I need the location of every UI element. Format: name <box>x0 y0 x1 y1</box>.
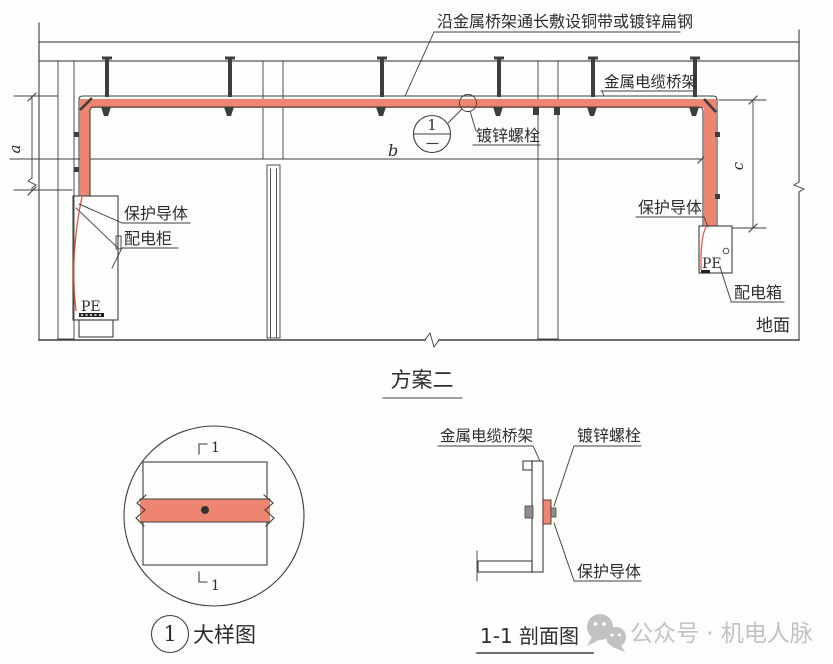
box-knockout <box>722 247 730 255</box>
distribution-box: PE <box>698 225 733 274</box>
wall-sleeve-mark <box>533 107 539 115</box>
door-swing-line <box>75 207 119 249</box>
detail-circle <box>123 425 305 607</box>
right-annotations: 保护导体 配电箱 <box>635 198 785 303</box>
bolt-dot <box>201 506 209 514</box>
detail-bubble <box>412 114 452 154</box>
distribution-cabinet: PE <box>72 195 122 338</box>
section-cut-mark-top <box>198 443 208 455</box>
wall-sleeve-mark <box>554 107 560 115</box>
cable-tray <box>74 95 720 227</box>
break-mark <box>263 494 275 527</box>
pe-label-right: PE <box>702 256 722 272</box>
protective-conductor-label-left: 保护导体 <box>124 204 188 223</box>
wechat-icon <box>587 614 626 652</box>
ground-line: 地面 <box>38 316 800 349</box>
pe-conductor-wire <box>73 196 83 312</box>
right-concrete-column <box>537 60 559 340</box>
scheme-caption: 方案二 <box>382 368 463 399</box>
hanger <box>689 56 700 116</box>
detail-reference: 1 镀锌螺栓 <box>412 94 541 154</box>
bolt-label: 镀锌螺栓 <box>476 126 540 145</box>
section-conductor-label: 保护导体 <box>577 562 641 581</box>
top-note: 沿金属桥架通长敷设铜带或镀锌扁钢 <box>404 12 693 97</box>
cabinet-handle <box>115 235 122 250</box>
section-caption: 1-1 剖面图 <box>480 624 579 648</box>
section-cut-mark-bottom <box>198 571 208 583</box>
pe-label-left: PE <box>81 299 101 315</box>
dim-a-label: a <box>6 145 24 154</box>
cut-mark-bottom-number: 1 <box>211 578 220 594</box>
right-wall <box>792 29 806 340</box>
hanger <box>224 56 235 116</box>
middle-brick-column <box>262 60 284 339</box>
watermark-text: 公众号 · 机电人脉 <box>630 621 813 647</box>
scheme-caption-label: 方案二 <box>391 368 454 392</box>
watermark: 公众号 · 机电人脉 <box>587 614 813 652</box>
left-wall <box>38 22 75 340</box>
dim-b-label: b <box>388 141 398 160</box>
dimension-c: c <box>718 95 767 233</box>
distribution-box-label: 配电箱 <box>734 283 782 302</box>
bolt-head <box>524 505 534 519</box>
pe-terminal-bar <box>701 270 710 274</box>
cabinet-label: 配电柜 <box>124 229 172 248</box>
hanger <box>376 56 387 116</box>
protective-conductor-label-right: 保护导体 <box>638 198 702 217</box>
hanger <box>587 56 598 116</box>
section-bolt-label: 镀锌螺栓 <box>577 426 641 445</box>
tray-hangers <box>101 56 700 116</box>
detail-caption: 大样图 <box>193 623 256 647</box>
pe-conductor-wire <box>700 226 707 270</box>
bolt-tip <box>550 507 557 518</box>
section-figure: 金属电缆桥架 镀锌螺栓 保护导体 1-1 剖面图 <box>437 426 642 654</box>
detail-callout-number: 1 <box>163 622 176 646</box>
tray-annotation: 金属电缆桥架 <box>600 73 697 97</box>
section-tray-label: 金属电缆桥架 <box>440 427 533 445</box>
hanger <box>101 56 112 116</box>
ground-label: 地面 <box>756 316 790 336</box>
dimension-a: a <box>6 92 73 196</box>
bolt-highlight-circle <box>459 94 477 112</box>
top-note-label: 沿金属桥架通长敷设铜带或镀锌扁钢 <box>437 12 693 31</box>
cable-tray-label: 金属电缆桥架 <box>604 73 697 91</box>
detail-figure: 1 1 1 大样图 <box>123 425 305 654</box>
detail-bubble-number: 1 <box>427 116 437 134</box>
dim-c-label: c <box>729 161 747 170</box>
tray-bottom-flange <box>477 560 533 573</box>
left-annotations: 保护导体 配电柜 <box>78 203 191 269</box>
conductor-strip-section <box>542 499 552 525</box>
corner-bracket <box>79 97 717 113</box>
detail-callout-circle <box>150 614 190 654</box>
cut-mark-top-number: 1 <box>211 440 220 456</box>
break-mark <box>135 494 147 527</box>
hanger <box>493 56 504 116</box>
